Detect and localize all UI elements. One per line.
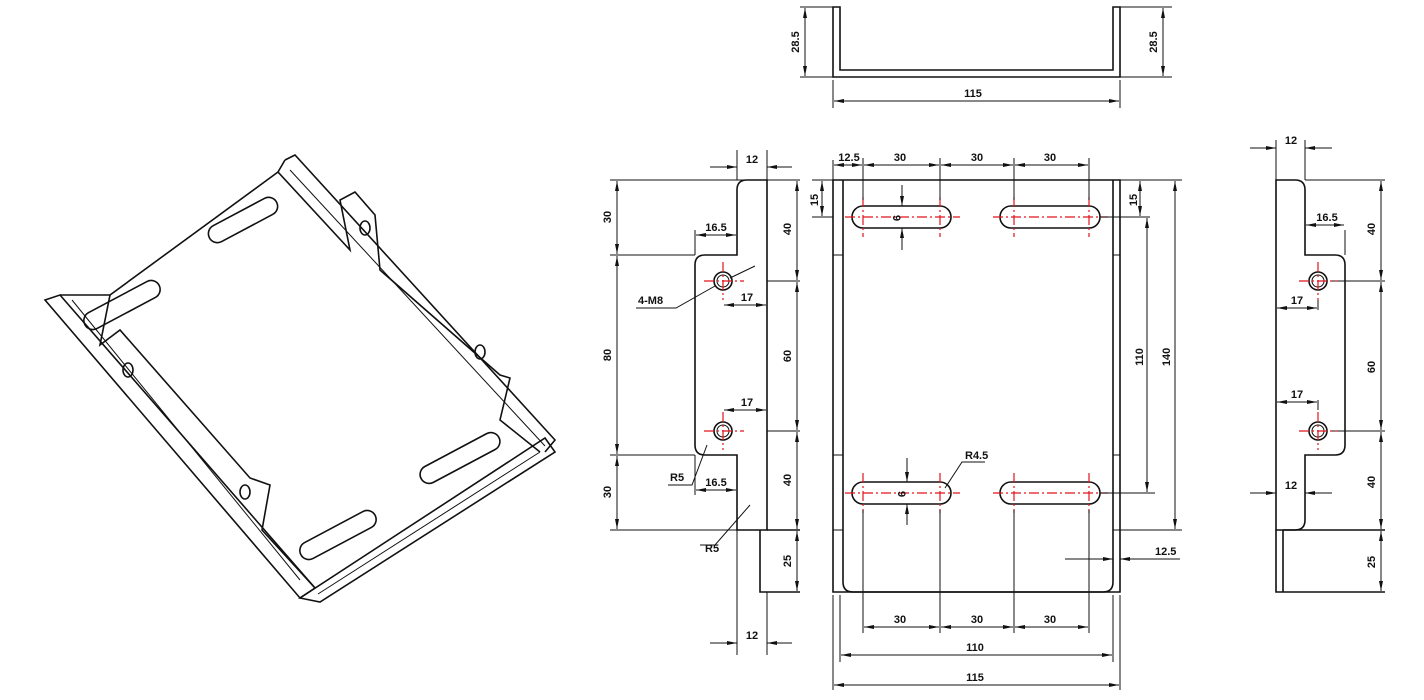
- dim-left-step-bottom: 16.5: [705, 477, 726, 489]
- dim-slot-width-bottom: 9: [895, 491, 907, 497]
- dim-right-25: 25: [1366, 556, 1378, 568]
- dim-right-40-top: 40: [1366, 223, 1378, 235]
- iso-holes: [122, 220, 486, 500]
- dim-right-hole-top: 17: [1291, 295, 1303, 307]
- radius-top: R5: [670, 472, 684, 484]
- dim-front-bottom-30-3: 30: [1044, 614, 1056, 626]
- dim-right-60: 60: [1366, 361, 1378, 373]
- dim-front-edge-12-5: 12.5: [1155, 546, 1176, 558]
- iso-slots: [83, 196, 501, 561]
- top-view: 28.5 28.5 115: [790, 6, 1172, 108]
- dim-front-115: 115: [966, 672, 984, 684]
- dim-front-bottom-30-1: 30: [894, 614, 906, 626]
- dim-right-top-width: 12: [1285, 135, 1297, 147]
- dim-left-r60: 60: [782, 350, 794, 362]
- dim-top-flange-right: 28.5: [1148, 31, 1160, 52]
- left-view: 12 12 30 80 30 40 60 40 25 16.5 16.5 17 …: [602, 150, 800, 655]
- dim-right-step: 16.5: [1316, 212, 1337, 224]
- radius-bottom: R5: [705, 543, 719, 555]
- dim-top-width: 115: [964, 88, 982, 100]
- dim-right-hole-bottom: 17: [1291, 389, 1303, 401]
- dim-slot-width-top: 9: [890, 215, 902, 221]
- dim-front-15-right: 15: [1128, 194, 1140, 206]
- front-view: 12.5 30 30 30 15 15 110 140 9 9 R4.5 12.…: [809, 152, 1182, 690]
- dim-left-r40-bottom: 40: [782, 474, 794, 486]
- dim-left-step-top: 16.5: [705, 222, 726, 234]
- dim-front-140: 140: [1161, 348, 1173, 366]
- dim-front-110: 110: [966, 642, 984, 654]
- dim-left-hole-bottom: 17: [741, 397, 753, 409]
- dim-top-flange-left: 28.5: [790, 31, 802, 52]
- hole-callout: 4-M8: [638, 295, 663, 307]
- dim-right-bottom-width: 12: [1285, 480, 1297, 492]
- right-view: 12 16.5 17 17 12 40 60 40 25: [1250, 135, 1385, 593]
- dim-front-bottom-30-2: 30: [971, 614, 983, 626]
- dim-front-top-30-2: 30: [971, 152, 983, 164]
- dim-left-30-bottom: 30: [602, 486, 614, 498]
- dim-left-r40-top: 40: [782, 223, 794, 235]
- dim-slot-radius: R4.5: [965, 450, 988, 462]
- dim-right-40-bottom: 40: [1366, 476, 1378, 488]
- dim-left-bottom-width: 12: [746, 630, 758, 642]
- dim-front-top-30-3: 30: [1044, 152, 1056, 164]
- dim-left-30-top: 30: [602, 211, 614, 223]
- dim-front-110-vertical: 110: [1134, 348, 1146, 366]
- dim-front-15-left: 15: [809, 194, 821, 206]
- dim-left-r25: 25: [782, 555, 794, 567]
- dim-front-top-30-1: 30: [894, 152, 906, 164]
- dim-left-80: 80: [602, 349, 614, 361]
- isometric-view: [43, 154, 557, 603]
- dim-left-top-width: 12: [746, 154, 758, 166]
- dim-front-12-5: 12.5: [838, 152, 859, 164]
- dim-left-hole-top: 17: [741, 292, 753, 304]
